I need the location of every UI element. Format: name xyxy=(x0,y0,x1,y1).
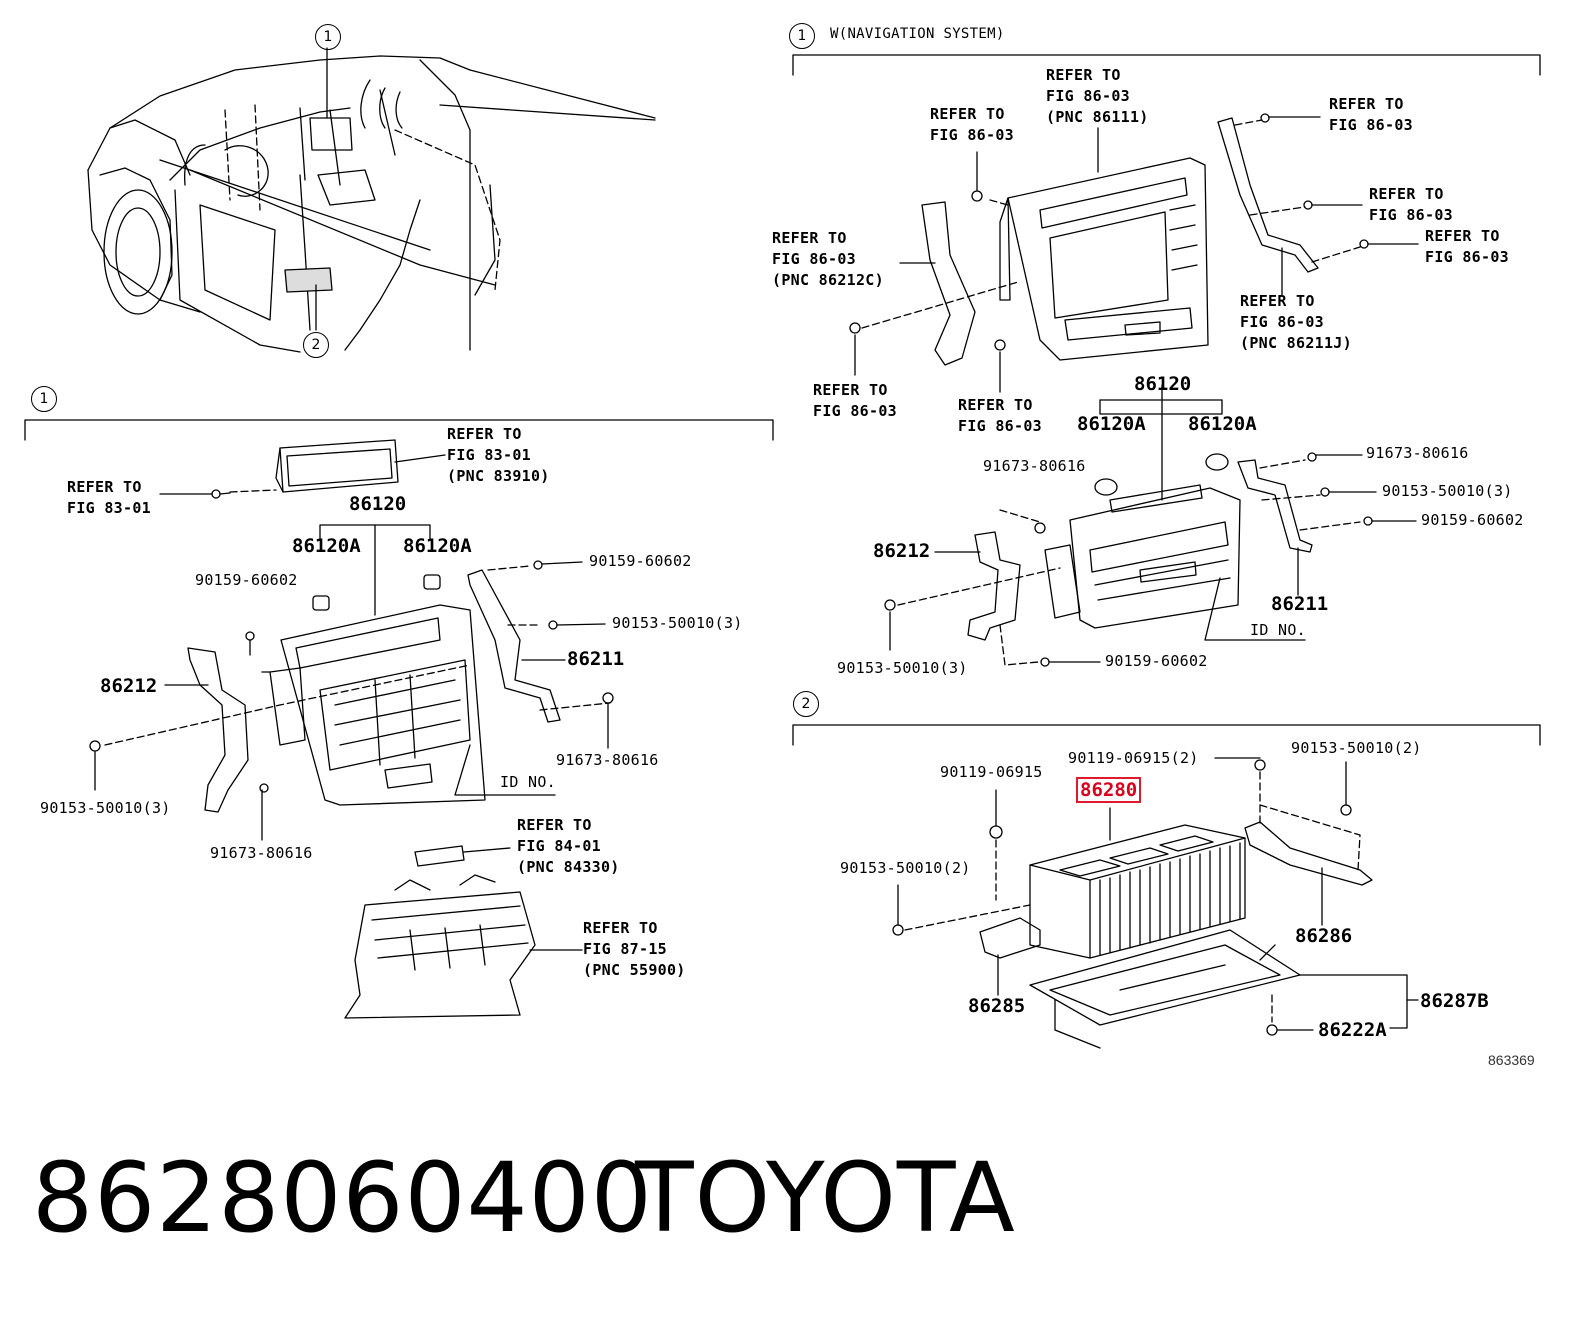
part-86280-highlighted[interactable]: 86280 xyxy=(1076,777,1142,803)
bolt-91673-nav-r[interactable]: 91673-80616 xyxy=(1366,444,1469,462)
nav-section-drawing xyxy=(849,113,1419,667)
part-86120-left[interactable]: 86120 xyxy=(349,493,407,515)
ref-nav-bottom-mid[interactable]: REFER TO FIG 86-03 xyxy=(958,396,1042,435)
bolt-90153-nav-l[interactable]: 90153-50010(3) xyxy=(837,659,968,677)
bolt-90119-amp-b[interactable]: 90119-06915(2) xyxy=(1068,749,1199,767)
section-marker-1-left: 1 xyxy=(31,386,57,412)
part-86120a-nav-2[interactable]: 86120A xyxy=(1188,413,1257,435)
ref-nav-top[interactable]: REFER TO FIG 86-03 (PNC 86111) xyxy=(1046,66,1149,126)
bolt-90153-amp-a[interactable]: 90153-50010(2) xyxy=(840,859,971,877)
part-86222a[interactable]: 86222A xyxy=(1318,1019,1387,1041)
id-no-left: ID NO. xyxy=(500,773,556,791)
bolt-90153-amp-b[interactable]: 90153-50010(2) xyxy=(1291,739,1422,757)
ref-nav-right-low[interactable]: REFER TO FIG 86-03 xyxy=(1425,227,1509,266)
bolt-90159-nav-r[interactable]: 90159-60602 xyxy=(1421,511,1524,529)
nav-section-title: W(NAVIGATION SYSTEM) xyxy=(830,26,1005,42)
bolt-90153-left-r[interactable]: 90153-50010(3) xyxy=(612,614,743,632)
part-86211-left[interactable]: 86211 xyxy=(567,648,625,670)
section-bracket-amp xyxy=(792,724,1541,746)
amplifier-section-drawing xyxy=(892,757,1419,1049)
section-marker-2-amp: 2 xyxy=(793,691,819,717)
part-86287b[interactable]: 86287B xyxy=(1420,990,1489,1012)
part-86212-nav[interactable]: 86212 xyxy=(873,540,931,562)
ref-nav-right-top[interactable]: REFER TO FIG 86-03 xyxy=(1329,95,1413,134)
bolt-90159-left-r[interactable]: 90159-60602 xyxy=(589,552,692,570)
figure-number: 863369 xyxy=(1488,1052,1535,1068)
part-86212-left[interactable]: 86212 xyxy=(100,675,158,697)
bolt-90159-nav-b[interactable]: 90159-60602 xyxy=(1105,652,1208,670)
section-marker-1-nav: 1 xyxy=(789,23,815,49)
ref-climate-panel[interactable]: REFER TO FIG 87-15 (PNC 55900) xyxy=(583,919,686,979)
callout-marker-1: 1 xyxy=(315,24,341,50)
section-bracket-nav xyxy=(792,54,1541,76)
bolt-90119-amp-a[interactable]: 90119-06915 xyxy=(940,763,1043,781)
callout-marker-2: 2 xyxy=(303,332,329,358)
ref-nav-bottom-left[interactable]: REFER TO FIG 86-03 xyxy=(813,381,897,420)
part-86286[interactable]: 86286 xyxy=(1295,925,1353,947)
id-no-nav: ID NO. xyxy=(1250,621,1306,639)
section-bracket-left xyxy=(24,419,774,441)
part-86120a-nav-1[interactable]: 86120A xyxy=(1077,413,1146,435)
part-86120a-left-1[interactable]: 86120A xyxy=(292,535,361,557)
ref-clock-unit[interactable]: REFER TO FIG 83-01 (PNC 83910) xyxy=(447,425,550,485)
footer-brand: TOYOTA xyxy=(635,1142,1016,1254)
part-86120a-left-2[interactable]: 86120A xyxy=(403,535,472,557)
bolt-90153-left-l[interactable]: 90153-50010(3) xyxy=(40,799,171,817)
bolt-91673-left-r[interactable]: 91673-80616 xyxy=(556,751,659,769)
ref-hazard-switch[interactable]: REFER TO FIG 84-01 (PNC 84330) xyxy=(517,816,620,876)
left-section-drawing xyxy=(89,439,614,1019)
bolt-91673-left-l[interactable]: 91673-80616 xyxy=(210,844,313,862)
bolt-91673-nav[interactable]: 91673-80616 xyxy=(983,457,1086,475)
ref-nav-left-bolt[interactable]: REFER TO FIG 86-03 xyxy=(930,105,1014,144)
ref-clock-bolt[interactable]: REFER TO FIG 83-01 xyxy=(67,478,151,517)
bolt-90153-nav-r[interactable]: 90153-50010(3) xyxy=(1382,482,1513,500)
ref-nav-left-bracket[interactable]: REFER TO FIG 86-03 (PNC 86212C) xyxy=(772,229,884,289)
footer-part-number: 8628060400 xyxy=(32,1142,653,1254)
part-86285[interactable]: 86285 xyxy=(968,995,1026,1017)
part-86211-nav[interactable]: 86211 xyxy=(1271,593,1329,615)
ref-nav-right-bracket[interactable]: REFER TO FIG 86-03 (PNC 86211J) xyxy=(1240,292,1352,352)
part-86120-nav[interactable]: 86120 xyxy=(1134,373,1192,395)
ref-nav-right-mid[interactable]: REFER TO FIG 86-03 xyxy=(1369,185,1453,224)
bolt-90159-left[interactable]: 90159-60602 xyxy=(195,571,298,589)
vehicle-interior-drawing xyxy=(87,55,656,353)
